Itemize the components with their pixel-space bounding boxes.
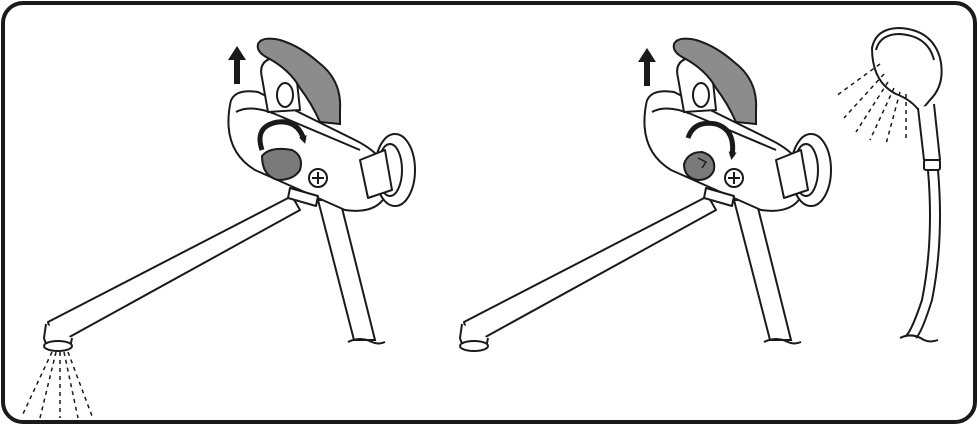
bath-spout — [44, 196, 300, 351]
water-spray-icon — [22, 352, 92, 418]
panel-bath-spout — [22, 39, 415, 418]
panel-hand-shower — [460, 28, 942, 351]
up-arrow-icon — [228, 46, 246, 84]
figure-frame — [3, 3, 975, 422]
diverter-knob — [262, 149, 301, 180]
up-arrow-icon — [638, 48, 656, 86]
diverter-knob — [684, 152, 714, 180]
support-pipe — [734, 200, 801, 344]
bath-spout — [460, 196, 716, 351]
support-pipe — [318, 200, 385, 344]
